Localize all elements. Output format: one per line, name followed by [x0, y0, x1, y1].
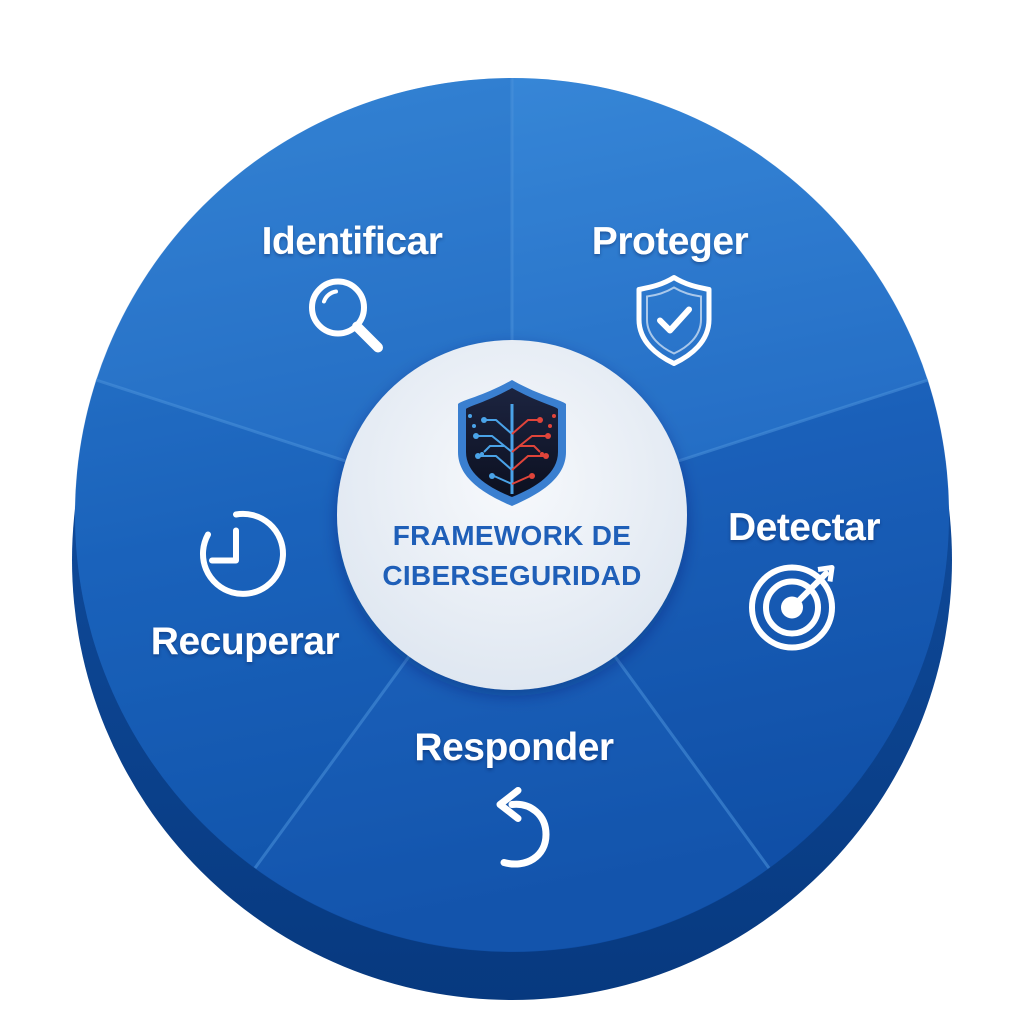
hub-circle — [337, 340, 687, 690]
undo-arrow-icon — [480, 783, 564, 878]
hub-title-line1: FRAMEWORK DE — [392, 520, 632, 551]
segment-label-identificar[interactable]: Identificar — [261, 220, 443, 263]
segment-label-recuperar[interactable]: Recuperar — [150, 620, 340, 663]
circuit-tree-shield-icon — [458, 380, 566, 506]
magnifying-glass-icon — [298, 268, 394, 369]
clock-icon — [186, 505, 286, 610]
segment-responder[interactable] — [255, 515, 769, 952]
segment-label-detectar[interactable]: Detectar — [727, 506, 881, 549]
segment-label-proteger[interactable]: Proteger — [591, 220, 749, 263]
segment-label-responder[interactable]: Responder — [414, 726, 614, 769]
target-icon — [746, 554, 846, 659]
hub-title-line2: CIBERSEGURIDAD — [382, 560, 642, 591]
shield-check-icon — [629, 272, 719, 373]
